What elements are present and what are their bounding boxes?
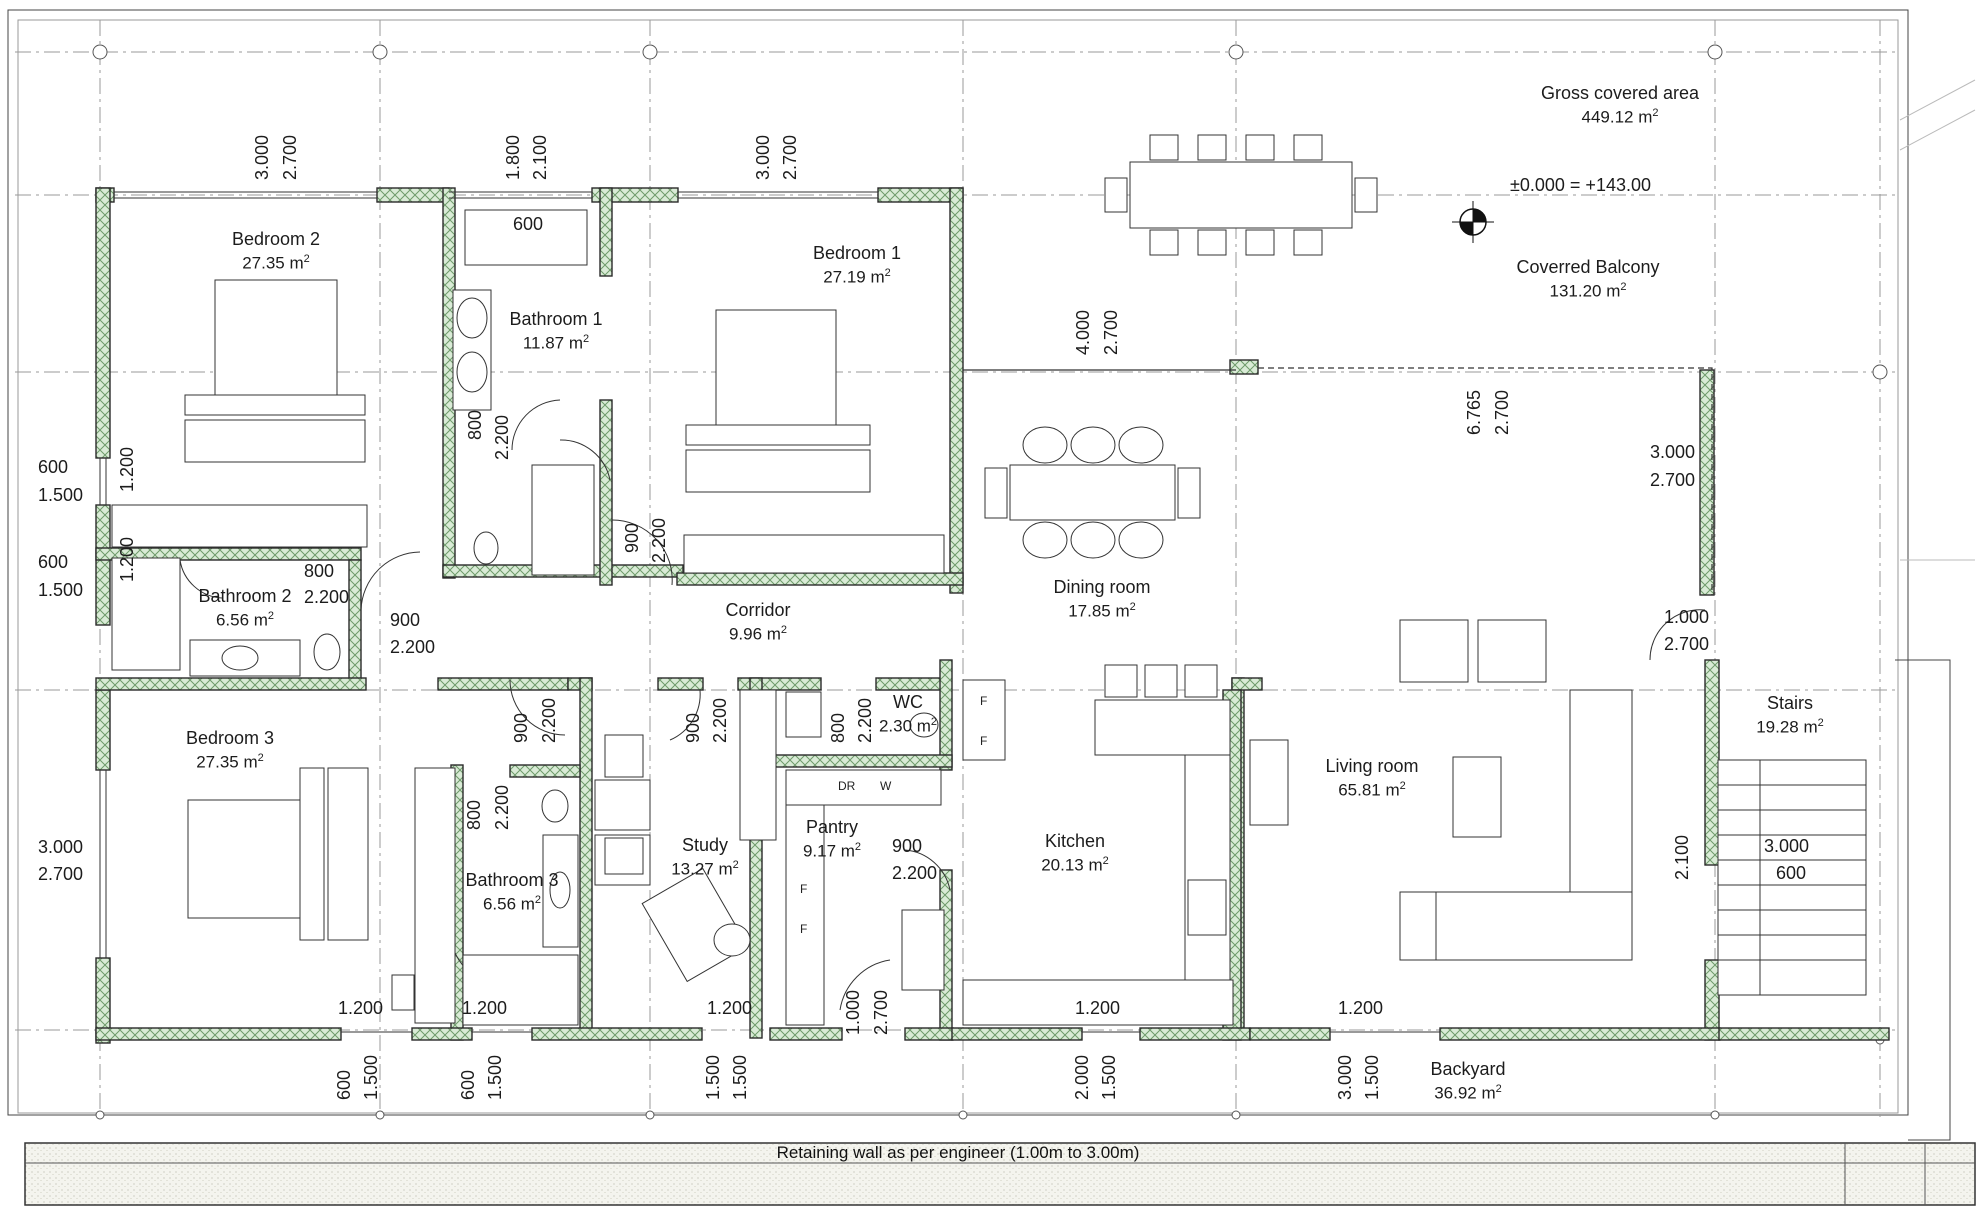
dimension-label: 1.200 [117,446,137,492]
outline-lines [7,9,1976,1141]
dimension-label: 2.000 [1072,1054,1092,1100]
dimension-label: 1.500 [1099,1054,1119,1100]
dimension-label: 3.000 [1335,1054,1355,1100]
fridge-label: F [980,734,987,748]
dimension-label: 3.000 [1650,442,1696,462]
windows [99,191,1440,1033]
dimension-label: 2.700 [1650,470,1696,490]
dimension-label: 2.200 [492,784,512,830]
dimension-label: 1.500 [361,1054,381,1100]
dimension-label: 2.200 [492,414,512,460]
level-marker-label: ±0.000 = +143.00 [1510,175,1652,195]
dimension-label: 600 [38,457,69,477]
level-marker-icon [1452,201,1494,243]
dimension-label: 1.200 [338,998,384,1018]
dimension-label: 600 [513,214,544,234]
dimension-label: 600 [38,552,69,572]
dimension-label: 600 [1776,863,1807,883]
dimension-label: 1.200 [117,536,137,582]
appliance-labels: DR W F F F F [800,694,987,936]
dimension-label: 2.200 [304,587,350,607]
dimension-label: 2.200 [539,697,559,743]
dimension-label: 800 [304,561,335,581]
dimension-label: 2.700 [1664,634,1710,654]
dryer-label: DR [838,779,856,793]
retaining-wall-label: Retaining wall as per engineer (1.00m to… [777,1143,1140,1162]
fridge-label: F [800,882,807,896]
dimension-label: 900 [390,610,421,630]
dimension-label: 2.100 [530,134,550,180]
dimension-label: 800 [465,409,485,440]
dimension-label: 1.500 [703,1054,723,1100]
balcony-boundary [963,367,1713,595]
furniture [111,134,1867,1026]
dimension-label: 1.200 [707,998,753,1018]
dimension-label: 2.700 [1492,389,1512,435]
dimension-label: 1.200 [462,998,508,1018]
dimension-label: 2.200 [855,697,875,743]
dimension-label: 2.100 [1672,834,1692,880]
dimension-label: 900 [622,522,642,553]
dimension-label: 1.000 [843,989,863,1035]
dimension-label: 1.500 [38,485,84,505]
walls [95,187,1890,1044]
dimension-label: 900 [511,712,531,743]
dimension-label: 4.000 [1073,309,1093,355]
dimension-label: 2.200 [892,863,938,883]
dimension-label: 1.200 [1338,998,1384,1018]
fridge-label: F [800,922,807,936]
dimension-label: 2.700 [280,134,300,180]
dimension-label: 2.700 [38,864,84,884]
dimension-label: 1.500 [485,1054,505,1100]
dimension-label: 600 [458,1069,478,1100]
dimension-label: 3.000 [753,134,773,180]
dimension-label: 2.200 [649,517,669,563]
dimension-label: 2.700 [780,134,800,180]
dimension-label: 2.200 [710,697,730,743]
dimension-label: 3.000 [252,134,272,180]
dimension-label: 900 [683,712,703,743]
dimension-label: 1.500 [730,1054,750,1100]
washer-label: W [880,779,892,793]
dimension-label: 2.700 [1101,309,1121,355]
dimension-label: 6.765 [1464,389,1484,435]
axis-markers [92,44,1888,1120]
retaining-wall [24,1142,1976,1206]
dimension-label: 800 [464,799,484,830]
dimension-label: 3.000 [38,837,84,857]
dimension-label: 2.200 [390,637,436,657]
dimension-label: 800 [828,712,848,743]
dimension-label: 600 [334,1069,354,1100]
dimension-label: 3.000 [1764,836,1810,856]
dimension-label: 1.800 [503,134,523,180]
dimension-label: 900 [892,836,923,856]
dimension-label: 1.200 [1075,998,1121,1018]
dimension-label: 2.700 [871,989,891,1035]
fridge-label: F [980,694,987,708]
dimension-label: 1.500 [38,580,84,600]
door-swings [179,399,1706,1011]
dimension-label: 1.000 [1664,607,1710,627]
dimension-label: 1.500 [1362,1054,1382,1100]
